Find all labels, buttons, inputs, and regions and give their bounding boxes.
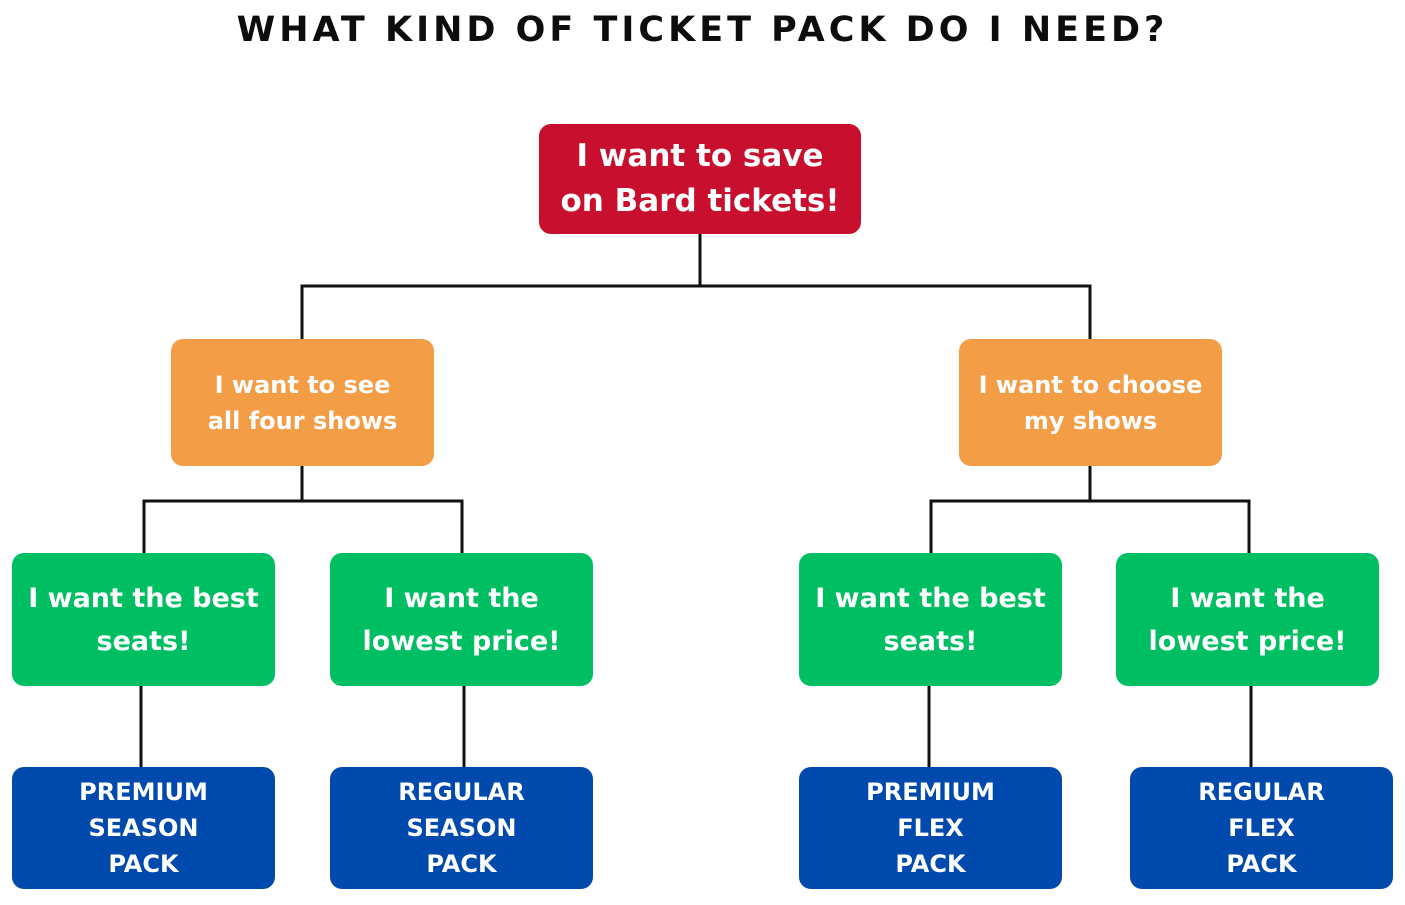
choose-shows-node: I want to choose my shows	[959, 339, 1222, 466]
see-all-shows-node: I want to see all four shows	[171, 339, 434, 466]
regular-season-pack-line3: PACK	[426, 850, 497, 878]
root-node-line2: on Bard tickets!	[560, 183, 840, 219]
see-all-shows-line1: I want to see	[214, 370, 391, 399]
premium-flex-pack-line2: FLEX	[897, 814, 964, 842]
root-node-line1: I want to save	[576, 138, 824, 174]
regular-flex-pack-node: REGULAR FLEX PACK	[1130, 767, 1393, 889]
flex-best-seats-node: I want the best seats!	[799, 553, 1062, 686]
see-all-shows-line2: all four shows	[207, 406, 398, 435]
season-lowest-price-node: I want the lowest price!	[330, 553, 593, 686]
premium-flex-pack-line1: PREMIUM	[866, 778, 995, 806]
season-best-seats-line1: I want the best	[28, 582, 259, 614]
season-best-seats-node: I want the best seats!	[12, 553, 275, 686]
season-lowest-price-line1: I want the	[384, 582, 539, 614]
root-node: I want to save on Bard tickets!	[539, 124, 861, 234]
premium-season-pack-line1: PREMIUM	[79, 778, 208, 806]
premium-season-pack-line2: SEASON	[88, 814, 199, 842]
flex-lowest-price-line1: I want the	[1170, 582, 1325, 614]
choose-shows-line2: my shows	[1023, 406, 1158, 435]
regular-flex-pack-line1: REGULAR	[1198, 778, 1325, 806]
season-best-seats-line2: seats!	[96, 625, 191, 657]
regular-season-pack-line2: SEASON	[406, 814, 517, 842]
season-lowest-price-line2: lowest price!	[362, 625, 561, 657]
flex-best-seats-line1: I want the best	[815, 582, 1046, 614]
premium-season-pack-line3: PACK	[108, 850, 179, 878]
diagram-title: WHAT KIND OF TICKET PACK DO I NEED?	[236, 10, 1169, 50]
premium-flex-pack-node: PREMIUM FLEX PACK	[799, 767, 1062, 889]
premium-season-pack-node: PREMIUM SEASON PACK	[12, 767, 275, 889]
flex-lowest-price-line2: lowest price!	[1148, 625, 1347, 657]
regular-season-pack-line1: REGULAR	[398, 778, 525, 806]
choose-shows-line1: I want to choose	[978, 370, 1203, 399]
regular-flex-pack-line2: FLEX	[1228, 814, 1295, 842]
regular-flex-pack-line3: PACK	[1226, 850, 1297, 878]
regular-season-pack-node: REGULAR SEASON PACK	[330, 767, 593, 889]
flex-lowest-price-node: I want the lowest price!	[1116, 553, 1379, 686]
premium-flex-pack-line3: PACK	[895, 850, 966, 878]
flex-best-seats-line2: seats!	[883, 625, 978, 657]
